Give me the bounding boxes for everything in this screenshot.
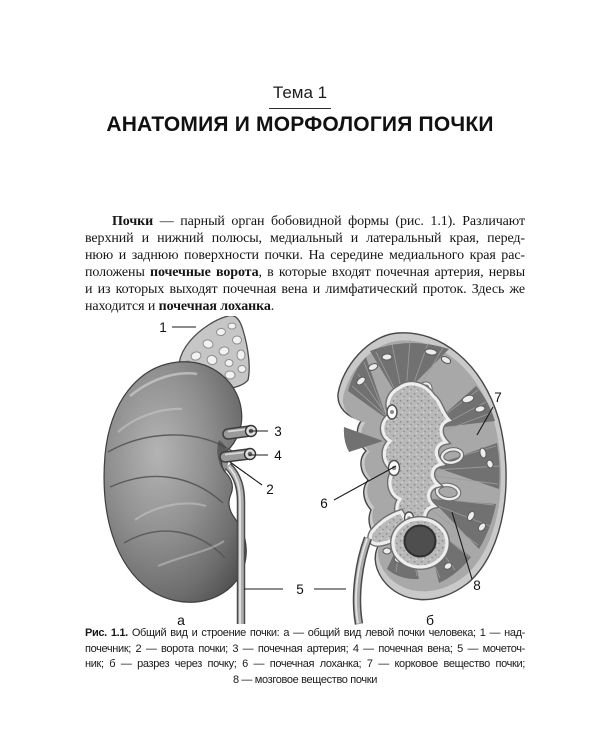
ureter-left [224,462,246,624]
caption-line: 8 — мозговое вещество почки [232,673,378,686]
kidney-section-view [337,332,507,625]
paragraph-line: положены почечные ворота, в которые вход… [85,265,525,280]
figure-caption: Рис. 1.1. Общий вид и строение почки: а … [85,626,525,688]
chapter-kicker: Тема 1 [0,83,600,109]
medulla-dark-section [403,524,437,558]
renal-vein [219,447,257,463]
callout-5: 5 [296,582,304,597]
callout-6: 6 [320,496,328,511]
chapter-kicker-text: Тема 1 [268,83,332,109]
paragraph-line: верхний и нижний полюсы, медиальный и ла… [85,231,525,246]
callout-7: 7 [494,390,502,405]
caption-line: Рис. 1.1. Общий вид и строение почки: а … [85,627,525,639]
figure-1-1-illustration: 1 3 4 2 5 6 7 8 а б [103,316,507,628]
subfigure-label-b: б [426,612,434,628]
callout-4: 4 [274,448,282,463]
paragraph-line: находится и почечная лоханка. [85,299,275,314]
page-title: АНАТОМИЯ И МОРФОЛОГИЯ ПОЧКИ [106,113,494,136]
caption-line: ник; б — разрез через почку; 6 — почечна… [85,658,525,670]
renal-pelvis [367,380,455,548]
cortex-vessels [356,348,494,570]
paragraph-line: Почки — парный орган бобовидной формы (р… [112,214,525,229]
renal-artery [222,424,258,440]
lower-calyx [390,516,450,570]
kidney-external-view [103,316,258,624]
callout-8: 8 [473,578,481,593]
callout-2: 2 [266,482,274,497]
body-paragraph: Почки — парный орган бобовидной формы (р… [85,213,525,315]
paragraph-line: нюю и заднюю поверхности почки. На серед… [85,248,525,263]
kidney-body [103,361,247,603]
callout-lines [172,326,494,590]
callout-3: 3 [274,424,282,439]
callout-1: 1 [159,320,167,335]
paragraph-line: и из которых выходят почечная вена и лим… [85,282,525,297]
caption-line: почечник; 2 — ворота почки; 3 — почечная… [85,642,525,655]
ureter-right [352,536,372,625]
subfigure-label-a: а [177,612,185,628]
